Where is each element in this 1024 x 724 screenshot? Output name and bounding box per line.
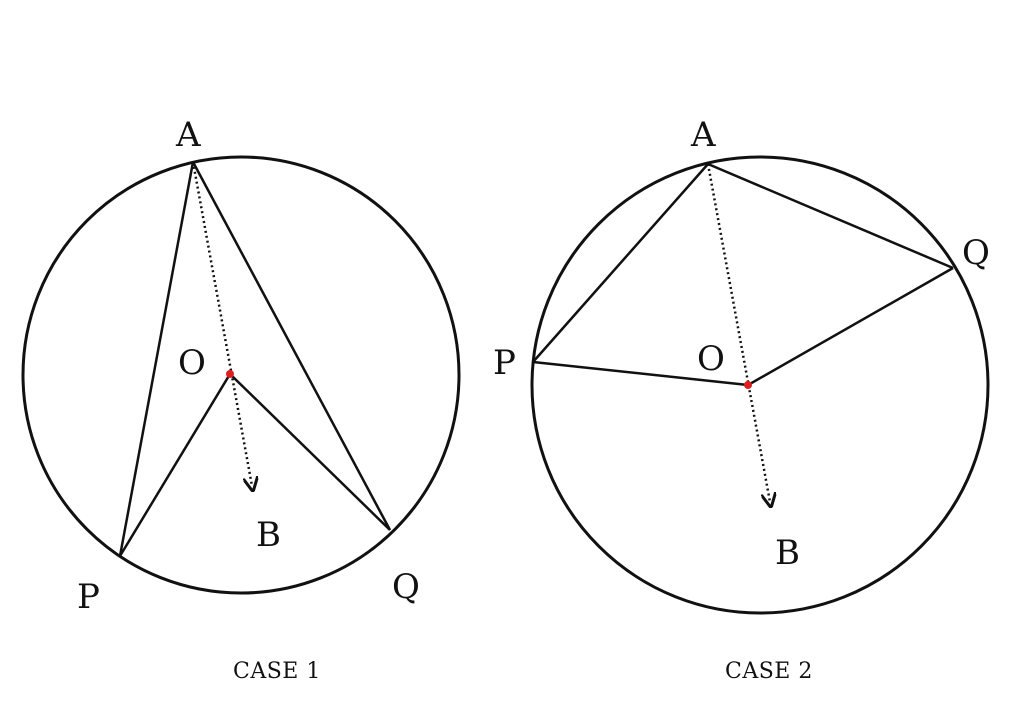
case2-label-a: A: [690, 115, 716, 155]
case1-dotted-arrow-ab: [191, 161, 252, 486]
case2-label-b: B: [775, 533, 800, 573]
case2-chord-aq: [707, 162, 954, 270]
case1-circle: [21, 155, 461, 595]
case1-radius-op: [118, 373, 232, 557]
case2-radius-oq: [747, 266, 954, 387]
case1-label-p: P: [77, 577, 100, 617]
case1-caption: CASE 1: [233, 659, 321, 684]
case1-label-o: O: [178, 343, 206, 383]
case1-chord-aq: [191, 161, 392, 531]
case1-label-a: A: [175, 115, 201, 155]
case2-chord-ap: [532, 163, 709, 363]
case2-figure: A O B P Q CASE 2: [493, 115, 990, 684]
case2-dotted-arrow-ab: [706, 163, 770, 502]
case2-circle: [530, 155, 990, 615]
case1-center-dot: [226, 370, 234, 378]
case2-caption: CASE 2: [725, 659, 813, 684]
case1-figure: A O B P Q CASE 1: [21, 115, 461, 684]
case2-center-dot: [744, 381, 752, 389]
case1-chord-ap: [118, 161, 195, 557]
case1-radius-oq: [229, 373, 391, 531]
case2-label-q: Q: [962, 233, 990, 273]
case1-label-b: B: [256, 515, 281, 555]
case2-label-o: O: [697, 339, 725, 379]
case1-label-q: Q: [392, 567, 420, 607]
case2-radius-op: [532, 360, 749, 387]
case2-label-p: P: [493, 343, 516, 383]
